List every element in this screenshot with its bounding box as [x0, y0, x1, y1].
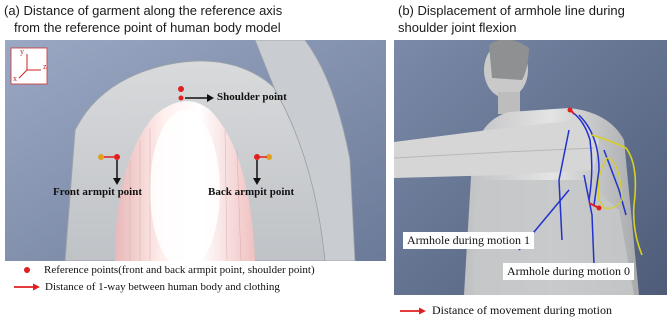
red-arrow-icon [14, 283, 40, 291]
motion-0-label: Armhole during motion 0 [503, 263, 634, 280]
back-armpit-label: Back armpit point [208, 186, 294, 198]
armhole-render-b [394, 40, 667, 295]
legend-movement-text: Distance of movement during motion [432, 303, 612, 318]
axis-x-label: x [13, 74, 17, 83]
panel-a-caption-line1: (a) Distance of garment along the refere… [4, 3, 282, 19]
red-arrow-icon [400, 307, 426, 315]
motion-1-label: Armhole during motion 1 [403, 232, 534, 249]
legend-distance-text: Distance of 1-way between human body and… [45, 281, 280, 293]
panel-a-caption-line2: from the reference point of human body m… [14, 20, 281, 36]
axis-z-label: z [43, 62, 47, 71]
legend-distance: Distance of 1-way between human body and… [14, 281, 280, 293]
red-dot-icon [24, 267, 30, 273]
front-armpit-label: Front armpit point [53, 186, 142, 198]
panel-b-caption-line2: shoulder joint flexion [398, 20, 517, 36]
panel-b-image: Armhole during motion 1 Armhole during m… [394, 40, 667, 295]
panel-a-image: y z x Shoulder point Front armpit point … [5, 40, 386, 261]
panel-b-caption-line1: (b) Displacement of armhole line during [398, 3, 625, 19]
legend-movement: Distance of movement during motion [400, 303, 612, 318]
shoulder-point-label: Shoulder point [217, 91, 287, 103]
axis-y-label: y [20, 47, 24, 56]
legend-reference-points: Reference points(front and back armpit p… [24, 264, 315, 276]
legend-reference-text: Reference points(front and back armpit p… [44, 264, 315, 276]
garment-render-a [5, 40, 386, 261]
